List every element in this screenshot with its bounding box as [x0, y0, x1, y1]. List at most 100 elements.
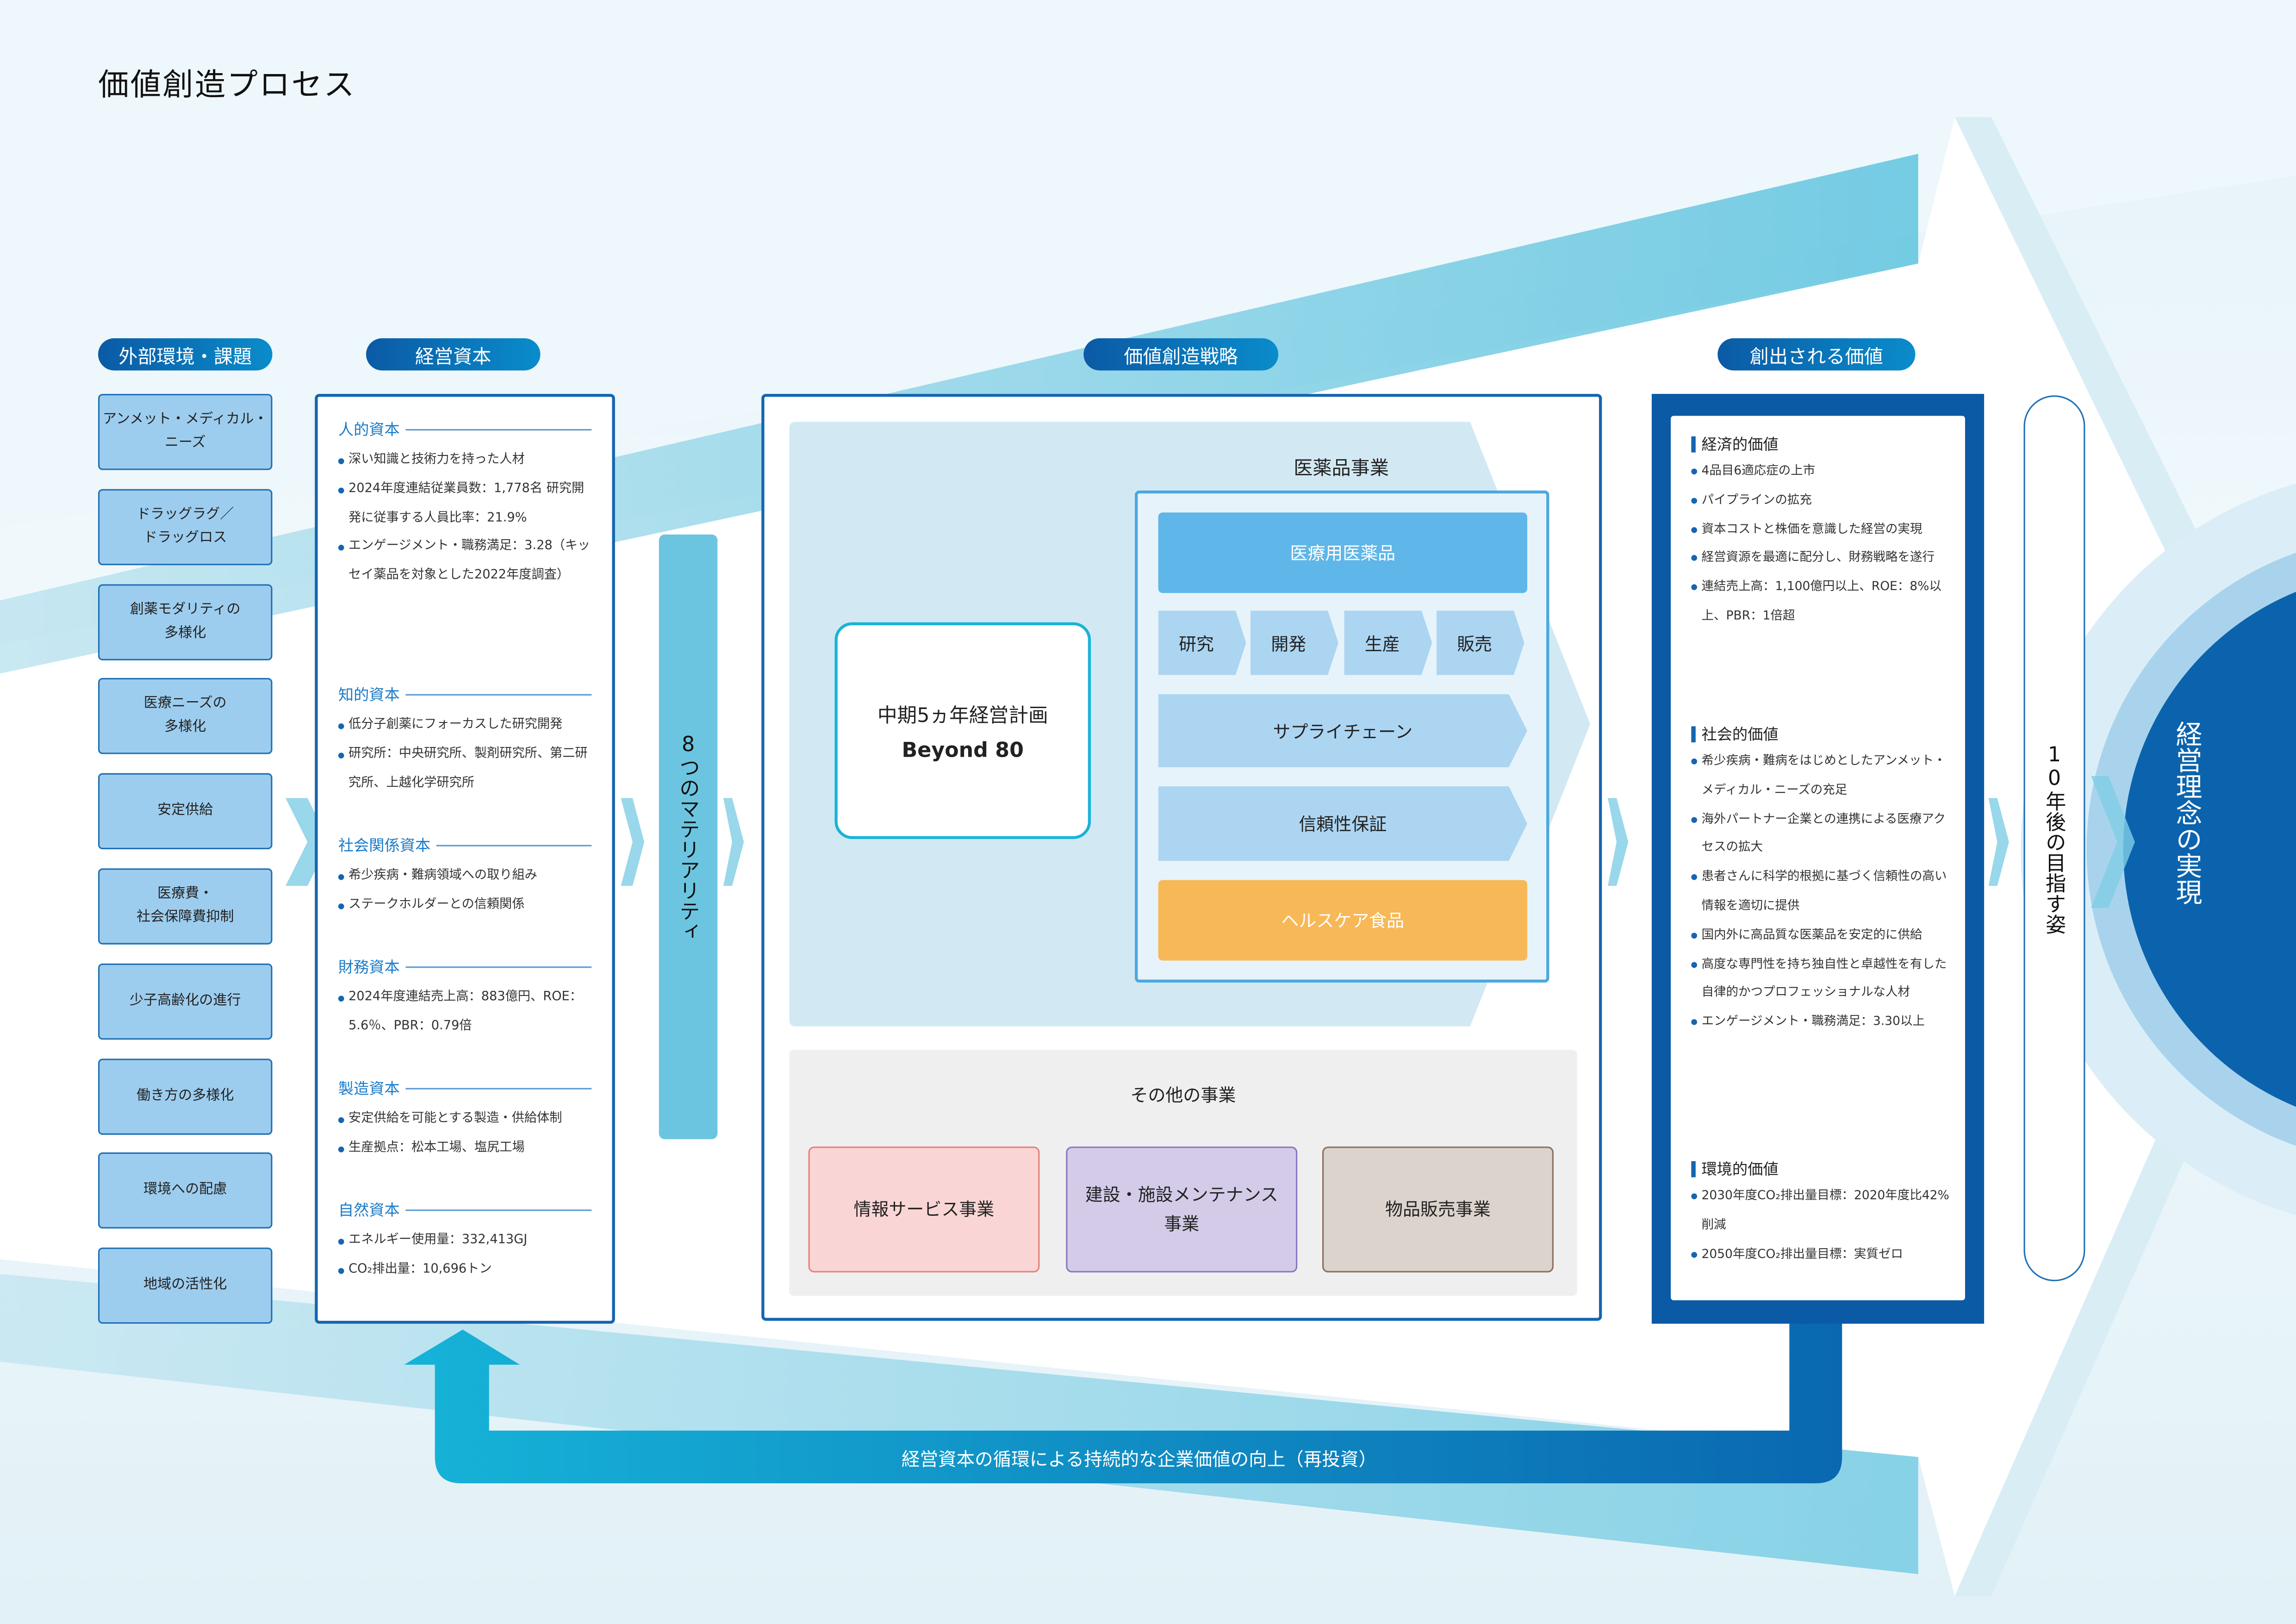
value-items: 4品目6適応症の上市パイプラインの拡充資本コストと株価を意識した経営の実現経営資…: [1691, 457, 1953, 631]
plan-name: Beyond 80: [902, 739, 1024, 763]
value-panel: 経済的価値 4品目6適応症の上市パイプラインの拡充資本コストと株価を意識した経営の…: [1651, 394, 1985, 1324]
plan-title: 中期5ヵ年経営計画: [877, 704, 1048, 728]
capital-heading-text: 製造資本: [338, 1080, 400, 1098]
capital-heading: 人的資本: [338, 417, 592, 441]
capital-heading: 製造資本: [338, 1076, 592, 1100]
heading-marker: [1691, 725, 1696, 742]
external-issue-box: アンメット・メディカル・ ニーズ: [98, 394, 273, 470]
capital-items: 安定供給を可能とする製造・供給体制生産拠点：松本工場、塩尻工場: [338, 1106, 591, 1164]
heading-rule: [405, 965, 592, 967]
list-item: 患者さんに科学的根拠に基づく信頼性の高い情報を適切に提供: [1691, 863, 1953, 921]
capital-heading: 財務資本: [338, 955, 592, 978]
value-heading-text: 社会的価値: [1701, 725, 1779, 743]
goal-pill: 10年後の目指す姿: [2023, 395, 2085, 1282]
quality-assurance-block: 信頼性保証: [1158, 786, 1527, 861]
list-item: 希少疾病・難病をはじめとしたアンメット・メディカル・ニーズの充足: [1691, 747, 1953, 805]
capital-heading: 自然資本: [338, 1198, 592, 1221]
page-title: 価値創造プロセス: [98, 67, 356, 103]
value-heading: 環境的価値: [1691, 1157, 1953, 1180]
heading-rule: [405, 693, 592, 695]
list-item: 2030年度CO₂排出量目標：2020年度比42%削減: [1691, 1182, 1953, 1239]
ethical-drugs-block: 医療用医薬品: [1158, 512, 1527, 593]
external-issue-box: 地域の活性化: [98, 1248, 273, 1324]
capital-heading: 社会関係資本: [338, 833, 592, 857]
philosophy-label: 経営理念の実現: [2172, 720, 2203, 905]
external-issue-box: 働き方の多様化: [98, 1058, 273, 1134]
loop-label: 経営資本の循環による持続的な企業価値の向上（再投資）: [901, 1448, 1377, 1470]
capital-heading-text: 財務資本: [338, 958, 400, 976]
list-item: ステークホルダーとの信頼関係: [338, 891, 591, 921]
chain-research: 研究: [1158, 610, 1246, 675]
list-item: エネルギー使用量：332,413GJ: [338, 1227, 591, 1256]
value-items: 希少疾病・難病をはじめとしたアンメット・メディカル・ニーズの充足海外パートナー企…: [1691, 747, 1953, 1037]
list-item: パイプラインの拡充: [1691, 486, 1953, 515]
capital-heading-text: 自然資本: [338, 1201, 400, 1219]
heading-marker: [1691, 436, 1696, 452]
heading-marker: [1691, 1160, 1696, 1177]
materiality-label: 8つのマテリアリティ: [676, 733, 700, 941]
info-service-business: 情報サービス事業: [808, 1146, 1040, 1273]
capital-heading-text: 知的資本: [338, 686, 400, 704]
capital-items: 低分子創薬にフォーカスした研究開発研究所：中央研究所、製剤研究所、第二研究所、上…: [338, 712, 591, 799]
capital-section: 製造資本安定供給を可能とする製造・供給体制生産拠点：松本工場、塩尻工場: [338, 1076, 592, 1164]
chain-development: 開発: [1250, 610, 1338, 675]
pharma-title: 医薬品事業: [1294, 458, 1389, 480]
capital-heading: 知的資本: [338, 682, 592, 706]
external-issue-box: 少子高齢化の進行: [98, 963, 273, 1039]
external-issue-box: ドラッグラグ／ ドラッグロス: [98, 489, 273, 565]
list-item: 安定供給を可能とする製造・供給体制: [338, 1106, 591, 1135]
list-item: エンゲージメント・職務満足：3.28（キッセイ薬品を対象とした2022年度調査）: [338, 534, 591, 591]
list-item: 低分子創薬にフォーカスした研究開発: [338, 712, 591, 741]
supply-chain-block: サプライチェーン: [1158, 694, 1527, 767]
value-heading: 経済的価値: [1691, 432, 1953, 455]
list-item: 資本コストと株価を意識した経営の実現: [1691, 515, 1953, 544]
list-item: 2050年度CO₂排出量目標：実質ゼロ: [1691, 1240, 1953, 1269]
capital-items: 2024年度連結売上高：883億円、ROE：5.6％、PBR：0.79倍: [338, 984, 591, 1042]
heading-rule: [405, 1208, 592, 1210]
capital-section: 社会関係資本希少疾病・難病領域への取り組みステークホルダーとの信頼関係: [338, 833, 592, 921]
list-item: 経営資源を最適に配分し、財務戦略を遂行: [1691, 544, 1953, 573]
value-section: 経済的価値 4品目6適応症の上市パイプラインの拡充資本コストと株価を意識した経営の…: [1691, 432, 1953, 631]
external-issue-box: 環境への配慮: [98, 1153, 273, 1229]
value-heading-text: 経済的価値: [1701, 436, 1779, 454]
list-item: 生産拠点：松本工場、塩尻工場: [338, 1134, 591, 1164]
value-heading: 社会的価値: [1691, 722, 1953, 746]
construction-maintenance-business: 建設・施設メンテナンス 事業: [1066, 1146, 1298, 1273]
list-item: 海外パートナー企業との連携による医療アクセスの拡大: [1691, 805, 1953, 863]
chain-production: 生産: [1344, 610, 1432, 675]
external-issue-box: 医療費・ 社会保障費抑制: [98, 868, 273, 945]
heading-rule: [436, 844, 592, 846]
capital-heading-text: 社会関係資本: [338, 837, 431, 855]
goal-label: 10年後の目指す姿: [2042, 743, 2066, 933]
capital-heading-text: 人的資本: [338, 421, 400, 439]
chain-sales: 販売: [1436, 610, 1524, 675]
value-heading-text: 環境的価値: [1701, 1160, 1779, 1178]
external-issue-box: 医療ニーズの 多様化: [98, 678, 273, 755]
capital-items: 希少疾病・難病領域への取り組みステークホルダーとの信頼関係: [338, 863, 591, 921]
capital-section: 財務資本 2024年度連結売上高：883億円、ROE：5.6％、PBR：0.79倍: [338, 955, 592, 1042]
header-external: 外部環境・課題: [98, 338, 273, 371]
mid-term-plan-box: 中期5ヵ年経営計画 Beyond 80: [834, 622, 1091, 839]
materiality-bar: 8つのマテリアリティ: [659, 534, 718, 1139]
heading-rule: [405, 1087, 592, 1089]
value-section: 社会的価値希少疾病・難病をはじめとしたアンメット・メディカル・ニーズの充足海外パ…: [1691, 722, 1953, 1037]
header-value: 創出される価値: [1717, 338, 1916, 371]
list-item: 研究所：中央研究所、製剤研究所、第二研究所、上越化学研究所: [338, 740, 591, 798]
list-item: CO₂排出量：10,696トン: [338, 1256, 591, 1285]
list-item: 2024年度連結売上高：883億円、ROE：5.6％、PBR：0.79倍: [338, 984, 591, 1042]
capital-section: 知的資本低分子創薬にフォーカスした研究開発研究所：中央研究所、製剤研究所、第二研…: [338, 682, 592, 799]
heading-rule: [405, 428, 592, 430]
list-item: 連結売上高：1,100億円以上、ROE：8%以上、PBR：1倍超: [1691, 573, 1953, 631]
other-business-title: その他の事業: [1130, 1085, 1236, 1106]
list-item: 希少疾病・難病領域への取り組み: [338, 863, 591, 892]
list-item: 4品目6適応症の上市: [1691, 457, 1953, 486]
header-strategy: 価値創造戦略: [1083, 338, 1279, 371]
goods-sales-business: 物品販売事業: [1322, 1146, 1554, 1273]
